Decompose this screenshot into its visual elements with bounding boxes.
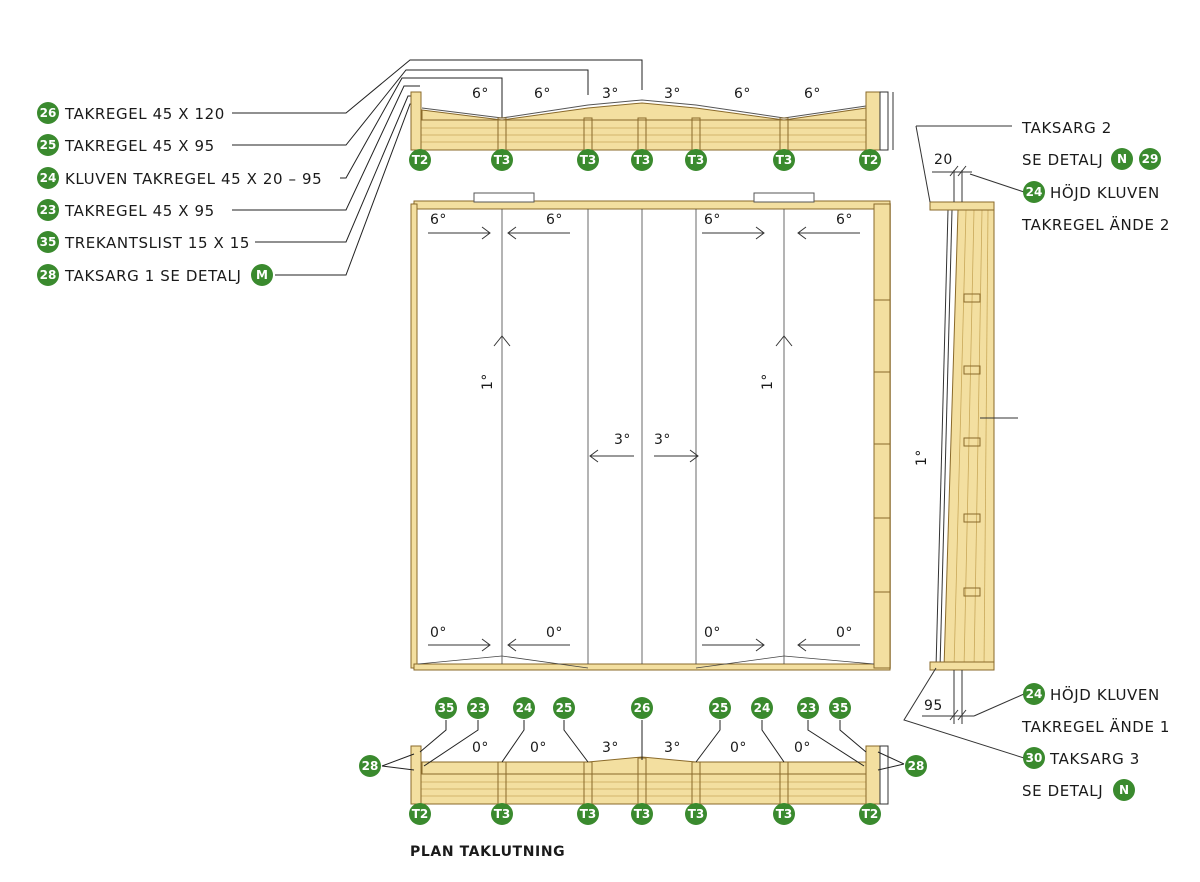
top-section: 6° 6° 3° 3° 6° 6° <box>410 86 894 151</box>
label-takregel-45x95-b: 23 TAKREGEL 45 X 95 <box>37 199 215 221</box>
plan-angle-top-2: 6° <box>546 212 563 228</box>
bottom-badge-1: 35 <box>438 701 455 715</box>
plan-angle-center-1: 3° <box>614 432 631 448</box>
bottom-badge-5: 26 <box>634 701 651 715</box>
taksarg3-text: TAKSARG 3 <box>1049 750 1140 768</box>
hojd-kluven-text-2: HÖJD KLUVEN <box>1050 685 1160 704</box>
label-takregel-45x95-a: 25 TAKREGEL 45 X 95 <box>37 134 215 156</box>
side-badge-right: 28 <box>908 759 925 773</box>
se-detalj-text-1: SE DETALJ <box>1022 151 1103 169</box>
leader-lines <box>232 59 643 276</box>
top-angle-4: 3° <box>664 86 681 102</box>
right-side-angle: 1° <box>914 449 930 466</box>
label-text: KLUVEN TAKREGEL 45 X 20 – 95 <box>65 170 322 188</box>
plan-angle-center-2: 3° <box>654 432 671 448</box>
t-badge-bottom-6: T3 <box>776 807 793 821</box>
plan-angle-bottom-4: 0° <box>836 625 853 641</box>
bottom-badge-3: 24 <box>516 701 533 715</box>
t-badge-top-1: T2 <box>412 153 429 167</box>
label-text: TREKANTSLIST 15 X 15 <box>64 234 250 252</box>
label-kluven-takregel: 24 KLUVEN TAKREGEL 45 X 20 – 95 <box>37 167 322 189</box>
t-badge-top-3: T3 <box>580 153 597 167</box>
label-taksarg1: 28 TAKSARG 1 SE DETALJ M <box>37 264 273 286</box>
badge-35: 35 <box>40 235 57 249</box>
top-angle-5: 6° <box>734 86 751 102</box>
t-badge-top-2: T3 <box>494 153 511 167</box>
bottom-badge-6: 25 <box>712 701 729 715</box>
plan-angle-side-1: 1° <box>480 373 496 390</box>
takregel-ande2-text: TAKREGEL ÄNDE 2 <box>1021 215 1170 234</box>
badge-26: 26 <box>40 106 57 120</box>
t-badge-bottom-4: T3 <box>634 807 651 821</box>
t-badge-top-4: T3 <box>634 153 651 167</box>
badge-29: 29 <box>1142 152 1159 166</box>
badge-24: 24 <box>40 171 57 185</box>
top-roof-profile <box>421 102 867 121</box>
plan-angle-bottom-1: 0° <box>430 625 447 641</box>
plan-angle-bottom-3: 0° <box>704 625 721 641</box>
bottom-badge-7: 24 <box>754 701 771 715</box>
t-badge-bottom-7: T2 <box>862 807 879 821</box>
se-detalj-text-2: SE DETALJ <box>1022 782 1103 800</box>
side-badge-left: 28 <box>362 759 379 773</box>
bottom-badge-8: 23 <box>800 701 817 715</box>
plan-angle-top-1: 6° <box>430 212 447 228</box>
taksarg2-text: TAKSARG 2 <box>1021 119 1112 137</box>
badge-24-top: 24 <box>1026 185 1043 199</box>
bottom-section: 0° 0° 3° 3° 0° 0° PLAN TAKLUTNING <box>381 720 905 860</box>
bottom-angle-5: 0° <box>730 740 747 756</box>
badge-23: 23 <box>40 203 57 217</box>
label-text: TAKREGEL 45 X 120 <box>64 105 225 123</box>
plan-view: 6° 6° 6° 6° 0° 0° 0° 0° 3° 3° 1° 1° <box>410 192 891 671</box>
t-badges-bottom: T2 T3 T3 T3 T3 T3 T2 <box>409 803 881 825</box>
plan-angle-top-3: 6° <box>704 212 721 228</box>
label-text: TAKSARG 1 SE DETALJ <box>64 267 242 285</box>
bottom-angle-1: 0° <box>472 740 489 756</box>
bottom-roof-profile <box>421 756 867 775</box>
bottom-angle-6: 0° <box>794 740 811 756</box>
badge-28: 28 <box>40 268 57 282</box>
plan-angle-side-2: 1° <box>760 373 776 390</box>
plan-angle-bottom-2: 0° <box>546 625 563 641</box>
right-labels: TAKSARG 2 SE DETALJ N 29 24 HÖJD KLUVEN … <box>1021 119 1170 801</box>
badge-24-bottom: 24 <box>1026 687 1043 701</box>
badge-n-2: N <box>1119 783 1129 797</box>
top-angle-3: 3° <box>602 86 619 102</box>
label-text: TAKREGEL 45 X 95 <box>64 202 215 220</box>
t-badge-top-5: T3 <box>688 153 705 167</box>
top-angle-1: 6° <box>472 86 489 102</box>
badge-30: 30 <box>1026 751 1043 765</box>
bottom-angle-4: 3° <box>664 740 681 756</box>
t-badge-top-7: T2 <box>862 153 879 167</box>
bottom-badge-9: 35 <box>832 701 849 715</box>
drawing-title: PLAN TAKLUTNING <box>410 844 565 860</box>
bottom-callout-badges: 35 23 24 25 26 25 24 23 35 28 28 <box>359 697 927 777</box>
dim-bottom: 95 <box>924 698 943 714</box>
label-takregel-45x120: 26 TAKREGEL 45 X 120 <box>37 102 225 124</box>
hojd-kluven-text-1: HÖJD KLUVEN <box>1050 183 1160 202</box>
label-trekantslist: 35 TREKANTSLIST 15 X 15 <box>37 231 250 253</box>
bottom-angle-2: 0° <box>530 740 547 756</box>
bottom-badge-4: 25 <box>556 701 573 715</box>
top-angle-6: 6° <box>804 86 821 102</box>
t-badges-top: T2 T3 T3 T3 T3 T3 T2 <box>409 149 881 171</box>
label-text: TAKREGEL 45 X 95 <box>64 137 215 155</box>
takregel-ande1-text: TAKREGEL ÄNDE 1 <box>1021 717 1170 736</box>
top-angle-2: 6° <box>534 86 551 102</box>
bottom-angle-3: 3° <box>602 740 619 756</box>
badge-25: 25 <box>40 138 57 152</box>
t-badge-bottom-5: T3 <box>688 807 705 821</box>
t-badge-bottom-2: T3 <box>494 807 511 821</box>
t-badge-top-6: T3 <box>776 153 793 167</box>
t-badge-bottom-3: T3 <box>580 807 597 821</box>
badge-m: M <box>256 268 268 282</box>
t-badge-bottom-1: T2 <box>412 807 429 821</box>
badge-n-1: N <box>1117 152 1127 166</box>
left-labels: 26 TAKREGEL 45 X 120 25 TAKREGEL 45 X 95… <box>37 102 322 286</box>
plan-angle-top-4: 6° <box>836 212 853 228</box>
bottom-badge-2: 23 <box>470 701 487 715</box>
right-section: 1° 20 95 <box>903 125 1025 759</box>
dim-top: 20 <box>934 152 953 168</box>
